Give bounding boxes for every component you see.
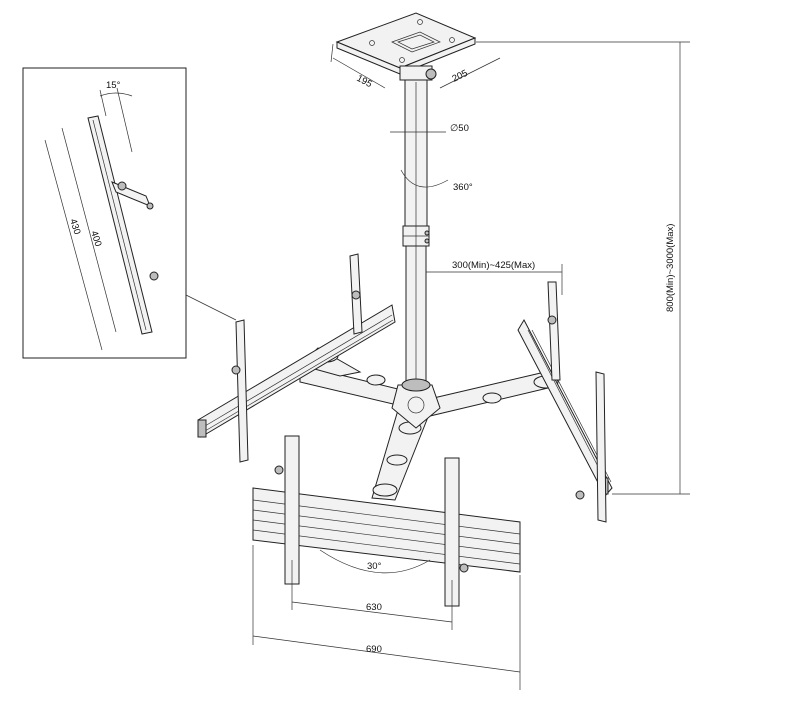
dimension-lines xyxy=(252,41,690,690)
left-rail xyxy=(197,253,396,463)
tilt-angle-label: 15° xyxy=(106,80,121,91)
tilt-detail-inset xyxy=(22,67,237,359)
outer-width-label: 690 xyxy=(366,644,382,655)
plate-width-label: 195 xyxy=(355,73,374,90)
ceiling-plate xyxy=(335,12,477,81)
inner-width-label: 630 xyxy=(366,602,382,613)
swivel-angle-label: 30° xyxy=(367,561,382,572)
plate-depth-label: 205 xyxy=(450,68,469,85)
pole-diameter-label: ∅50 xyxy=(450,123,469,134)
hole-spacing-label: 400 xyxy=(88,230,103,248)
arm-length-label: 300(Min)~425(Max) xyxy=(452,260,535,271)
dimension-labels: 195 205 ∅50 360° 300(Min)~425(Max) 800(M… xyxy=(67,68,676,655)
pole-diameter-value: 50 xyxy=(458,123,469,134)
hub-and-arms xyxy=(299,347,559,501)
rotation-label: 360° xyxy=(453,182,473,193)
right-rail xyxy=(517,281,613,523)
front-rail xyxy=(252,435,521,607)
pole xyxy=(402,79,430,382)
height-range-label: 800(Min)~3000(Max) xyxy=(665,224,676,312)
bracket-length-label: 430 xyxy=(67,218,82,236)
